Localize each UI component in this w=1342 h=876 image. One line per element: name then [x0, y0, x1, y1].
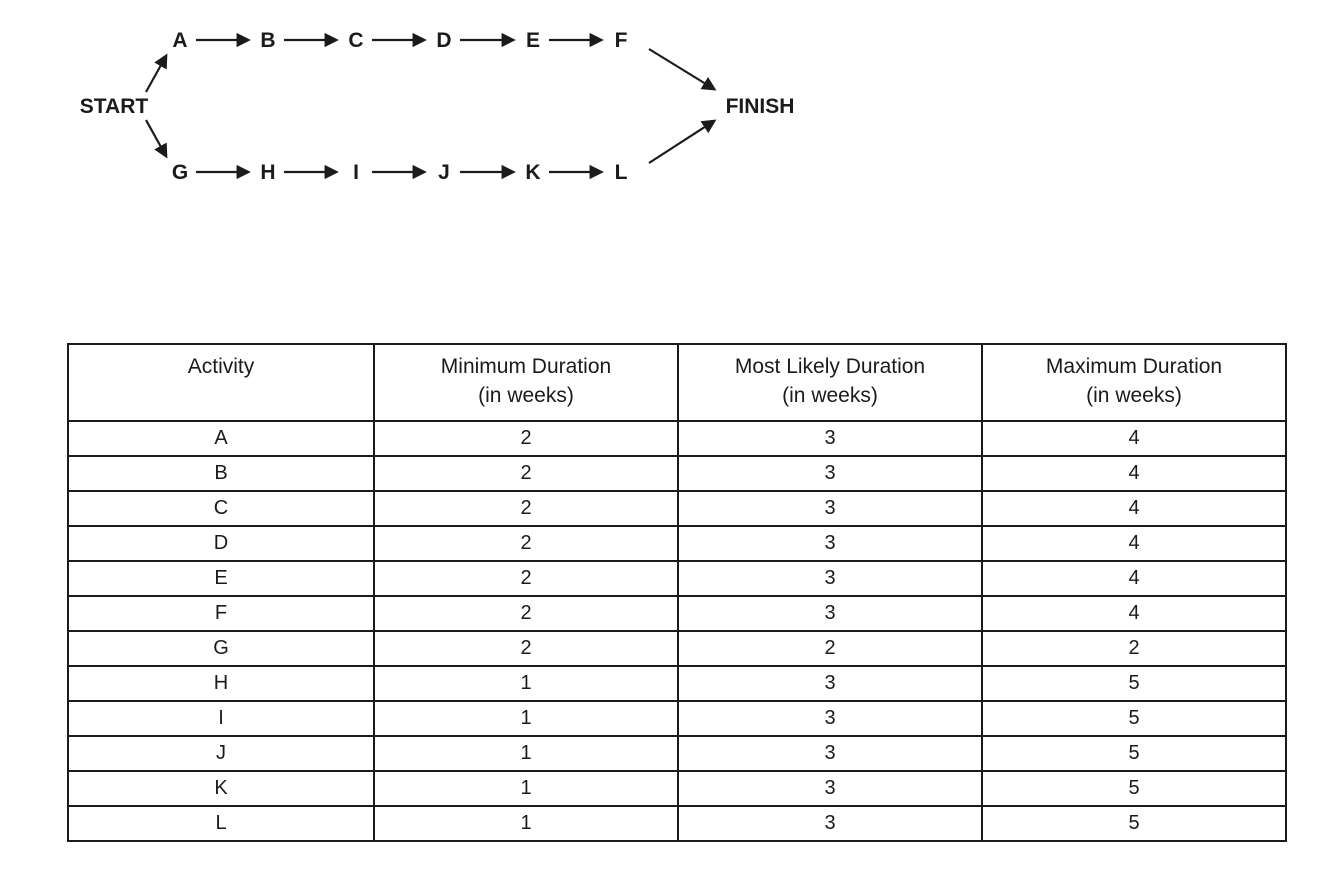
activity-network-svg: START FINISH A B C D E F G H I J K L — [80, 29, 795, 184]
activity-network-diagram: START FINISH A B C D E F G H I J K L — [0, 0, 1342, 240]
activity-node-a: A — [172, 29, 187, 52]
edge-arrow — [145, 119, 168, 159]
activity-cell: F — [67, 595, 375, 632]
duration-cell: 3 — [677, 700, 983, 737]
diagram-nodes: START FINISH A B C D E F G H I J K L — [80, 29, 795, 184]
column-header-title: Activity — [187, 355, 255, 378]
duration-cell: 5 — [981, 735, 1287, 772]
activity-cell: E — [67, 560, 375, 597]
finish-node: FINISH — [726, 95, 795, 118]
duration-cell: 4 — [981, 420, 1287, 457]
activity-node-g: G — [172, 161, 188, 184]
duration-cell: 1 — [373, 770, 679, 807]
duration-cell: 1 — [373, 805, 679, 842]
duration-cell: 3 — [677, 595, 983, 632]
activity-node-f: F — [615, 29, 628, 52]
duration-cell: 2 — [373, 525, 679, 562]
column-header-title: Minimum Duration — [440, 355, 612, 378]
duration-cell: 2 — [373, 595, 679, 632]
diagram-edges — [145, 32, 717, 180]
duration-cell: 1 — [373, 735, 679, 772]
edge-arrow — [648, 119, 717, 164]
column-header-title: Most Likely Duration — [734, 355, 926, 378]
duration-cell: 4 — [981, 525, 1287, 562]
duration-cell: 5 — [981, 700, 1287, 737]
activity-cell: A — [67, 420, 375, 457]
activity-node-c: C — [348, 29, 363, 52]
start-node: START — [80, 95, 149, 118]
column-header-subtitle: (in weeks) — [1086, 384, 1182, 407]
column-header-title: Maximum Duration — [1045, 355, 1223, 378]
activity-node-d: D — [436, 29, 451, 52]
activity-cell: H — [67, 665, 375, 702]
duration-cell: 3 — [677, 420, 983, 457]
edge-arrow — [648, 48, 717, 91]
duration-cell: 5 — [981, 805, 1287, 842]
duration-cell: 1 — [373, 700, 679, 737]
duration-cell: 1 — [373, 665, 679, 702]
duration-cell: 3 — [677, 665, 983, 702]
duration-cell: 2 — [373, 490, 679, 527]
duration-cell: 2 — [373, 455, 679, 492]
activity-node-e: E — [526, 29, 540, 52]
column-header: Activity — [67, 343, 375, 422]
duration-cell: 2 — [981, 630, 1287, 667]
duration-cell: 3 — [677, 560, 983, 597]
column-header: Most Likely Duration (in weeks) — [677, 343, 983, 422]
duration-cell: 3 — [677, 490, 983, 527]
activity-cell: K — [67, 770, 375, 807]
column-header: Minimum Duration (in weeks) — [373, 343, 679, 422]
column-header-subtitle: (in weeks) — [782, 384, 878, 407]
activity-node-l: L — [615, 161, 628, 184]
duration-cell: 4 — [981, 490, 1287, 527]
duration-cell: 3 — [677, 735, 983, 772]
duration-cell: 5 — [981, 770, 1287, 807]
duration-cell: 2 — [373, 420, 679, 457]
edge-arrow — [145, 53, 168, 93]
activity-node-j: J — [438, 161, 450, 184]
activity-cell: D — [67, 525, 375, 562]
duration-cell: 5 — [981, 665, 1287, 702]
duration-cell: 3 — [677, 455, 983, 492]
activity-cell: B — [67, 455, 375, 492]
duration-cell: 3 — [677, 805, 983, 842]
activity-cell: J — [67, 735, 375, 772]
activity-node-b: B — [260, 29, 275, 52]
activity-cell: C — [67, 490, 375, 527]
activity-node-h: H — [260, 161, 275, 184]
activity-cell: L — [67, 805, 375, 842]
duration-cell: 2 — [677, 630, 983, 667]
duration-cell: 4 — [981, 595, 1287, 632]
duration-cell: 2 — [373, 560, 679, 597]
column-header-subtitle: (in weeks) — [478, 384, 574, 407]
duration-cell: 4 — [981, 560, 1287, 597]
column-header: Maximum Duration (in weeks) — [981, 343, 1287, 422]
duration-cell: 3 — [677, 770, 983, 807]
duration-cell: 4 — [981, 455, 1287, 492]
duration-cell: 2 — [373, 630, 679, 667]
duration-cell: 3 — [677, 525, 983, 562]
activity-node-i: I — [353, 161, 359, 184]
activity-node-k: K — [525, 161, 540, 184]
activity-cell: G — [67, 630, 375, 667]
activity-cell: I — [67, 700, 375, 737]
